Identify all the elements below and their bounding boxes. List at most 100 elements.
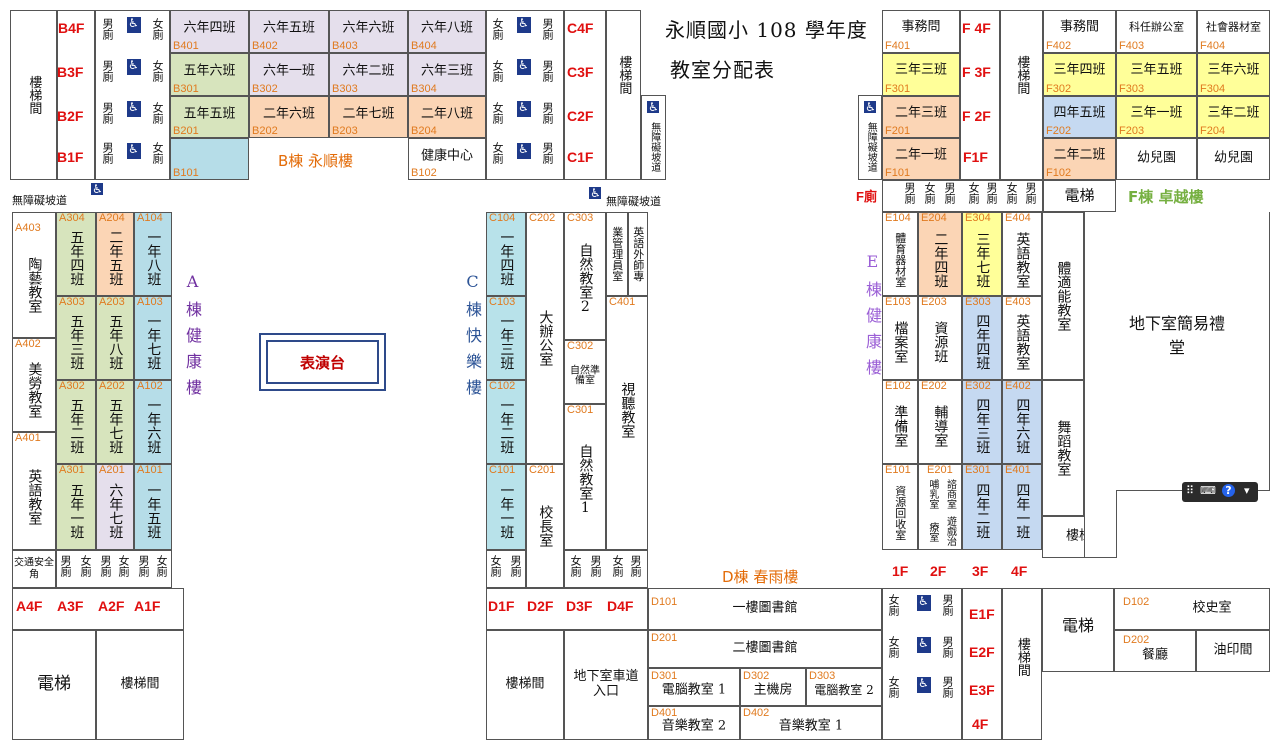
room-e201: E201 哺乳室 諮商室 療室 遊戲治 bbox=[918, 464, 962, 550]
room-f101: 二年一班 F101 bbox=[882, 138, 960, 180]
room-c301: C301 自然教室1 bbox=[564, 404, 606, 550]
room-d303: D303 電腦教室 2 bbox=[806, 668, 882, 706]
room-b203: 二年七班 B203 bbox=[329, 96, 408, 138]
room-f301: 三年三班 F301 bbox=[882, 53, 960, 96]
floor-e2: 2F bbox=[930, 563, 947, 579]
male-toilet-label: 男廁 bbox=[941, 636, 954, 658]
ramp-label-c: 無障礙坡道 bbox=[606, 195, 661, 208]
room-e401: E401 四年一班 bbox=[1002, 464, 1042, 550]
room-a102: A102 一年六班 bbox=[134, 380, 172, 464]
room-history: D102 校史室 bbox=[1114, 588, 1270, 630]
accessible-toilet-icon bbox=[126, 58, 142, 76]
floor-e3: 3F bbox=[972, 563, 989, 579]
e-stairs-bottom: 樓梯間 bbox=[1002, 588, 1042, 740]
floor-e4f: 4F bbox=[972, 716, 989, 732]
floor-e1: 1F bbox=[892, 563, 909, 579]
female-toilet-label: 女廁 bbox=[887, 594, 900, 616]
toolbar-widget[interactable]: ⠿ ⌨ ? ▾ bbox=[1182, 482, 1258, 502]
e-toilets-bottom bbox=[882, 588, 962, 740]
room-d301: D301 電腦教室 1 bbox=[648, 668, 740, 706]
room-dance: 舞蹈教室 bbox=[1042, 380, 1084, 516]
room-c104: C104 一年四班 bbox=[486, 212, 526, 296]
room-traffic-corner: 交通安全角 bbox=[12, 550, 56, 588]
f-stairs: 樓梯間 bbox=[1000, 10, 1043, 180]
room-e101: E101 資源回收室 bbox=[882, 464, 918, 550]
room-e402: E402 四年六班 bbox=[1002, 380, 1042, 464]
grip-icon[interactable]: ⠿ bbox=[1186, 484, 1195, 497]
room-b402: 六年五班 B402 bbox=[249, 10, 329, 53]
e-floor-col-bottom bbox=[962, 588, 1002, 740]
help-icon[interactable]: ? bbox=[1222, 484, 1235, 497]
male-toilet-label: 男廁 bbox=[509, 555, 522, 577]
accessible-toilet-icon bbox=[126, 142, 142, 160]
accessible-toilet-icon bbox=[916, 594, 932, 612]
floor-d1: D1F bbox=[488, 598, 515, 614]
room-a303: A303 五年三班 bbox=[56, 296, 96, 380]
room-c201: C201 校長室 bbox=[526, 464, 564, 588]
room-c303: C303 自然教室2 bbox=[564, 212, 606, 340]
floor-a3: A3F bbox=[57, 598, 84, 614]
room-d401: D401 音樂教室 2 bbox=[648, 706, 740, 740]
room-d-garage: 地下室車道入口 bbox=[564, 630, 648, 740]
male-toilet-label: 男廁 bbox=[101, 18, 114, 40]
room-a304: A304 五年四班 bbox=[56, 212, 96, 296]
female-toilet-label: 女廁 bbox=[491, 142, 504, 164]
floor-d2: D2F bbox=[527, 598, 554, 614]
room-print: 油印間 bbox=[1196, 630, 1270, 672]
female-toilet-label: 女廁 bbox=[887, 636, 900, 658]
accessible-toilet-icon bbox=[126, 16, 142, 34]
c-floor-col bbox=[564, 10, 606, 180]
accessible-toilet-icon bbox=[516, 100, 532, 118]
e-elevator-bottom: 電梯 bbox=[1042, 588, 1114, 672]
room-f304: 三年六班 F304 bbox=[1197, 53, 1270, 96]
room-b204: 二年八班 B204 bbox=[408, 96, 486, 138]
male-toilet-label: 男廁 bbox=[1024, 182, 1037, 204]
floor-b3: B3F bbox=[57, 64, 84, 80]
room-b303: 六年二班 B303 bbox=[329, 53, 408, 96]
male-toilet-label: 男廁 bbox=[137, 555, 150, 577]
female-toilet-label: 女廁 bbox=[1005, 182, 1018, 204]
room-a104: A104 一年八班 bbox=[134, 212, 172, 296]
label-a-building: A棟健康樓 bbox=[183, 272, 202, 405]
room-b102: 健康中心 B102 bbox=[408, 138, 486, 180]
f-toilet-label: F廁 bbox=[856, 189, 877, 204]
room-b202: 二年六班 B202 bbox=[249, 96, 329, 138]
male-toilet-label: 男廁 bbox=[941, 676, 954, 698]
male-toilet-label: 男廁 bbox=[99, 555, 112, 577]
f-elevator: 電梯 bbox=[1043, 180, 1116, 212]
room-a202: A202 五年七班 bbox=[96, 380, 134, 464]
room-c302: C302 自然準備室 bbox=[564, 340, 606, 404]
floor-f3: F 3F bbox=[962, 64, 991, 80]
room-f204: 三年二班 F204 bbox=[1197, 96, 1270, 138]
female-toilet-label: 女廁 bbox=[491, 102, 504, 124]
chevron-down-icon[interactable]: ▾ bbox=[1244, 484, 1250, 497]
room-e102: E102 準備室 bbox=[882, 380, 918, 464]
accessible-toilet-icon bbox=[126, 100, 142, 118]
room-e301: E301 四年二班 bbox=[962, 464, 1002, 550]
room-a204: A204 二年五班 bbox=[96, 212, 134, 296]
male-toilet-label: 男廁 bbox=[101, 142, 114, 164]
floor-f4: F 4F bbox=[962, 20, 991, 36]
room-b101: B101 bbox=[170, 138, 249, 180]
stage: 表演台 bbox=[259, 333, 386, 391]
male-toilet-label: 男廁 bbox=[589, 555, 602, 577]
room-e403: E403 英語教室 bbox=[1002, 296, 1042, 380]
male-toilet-label: 男廁 bbox=[59, 555, 72, 577]
room-a203: A203 五年八班 bbox=[96, 296, 134, 380]
floor-c1: C1F bbox=[567, 149, 594, 165]
room-b404: 六年八班 B404 bbox=[408, 10, 486, 53]
d-stairs: 樓梯間 bbox=[486, 630, 564, 740]
room-f404: 社會器材室 F404 bbox=[1197, 10, 1270, 53]
keyboard-icon[interactable]: ⌨ bbox=[1200, 484, 1216, 497]
female-toilet-label: 女廁 bbox=[491, 60, 504, 82]
room-kindergarten-1: 幼兒園 bbox=[1116, 138, 1197, 180]
label-e-building: E棟健康樓 bbox=[863, 252, 882, 385]
floor-c3: C3F bbox=[567, 64, 594, 80]
room-c401: C401 視聽教室 bbox=[606, 296, 648, 550]
room-e302: E302 四年三班 bbox=[962, 380, 1002, 464]
room-a401: A401 英語教室 bbox=[12, 432, 56, 550]
room-d402: D402 音樂教室 1 bbox=[740, 706, 882, 740]
female-toilet-label: 女廁 bbox=[967, 182, 980, 204]
room-pe: 體適能教室 bbox=[1042, 212, 1084, 380]
room-c102: C102 一年二班 bbox=[486, 380, 526, 464]
